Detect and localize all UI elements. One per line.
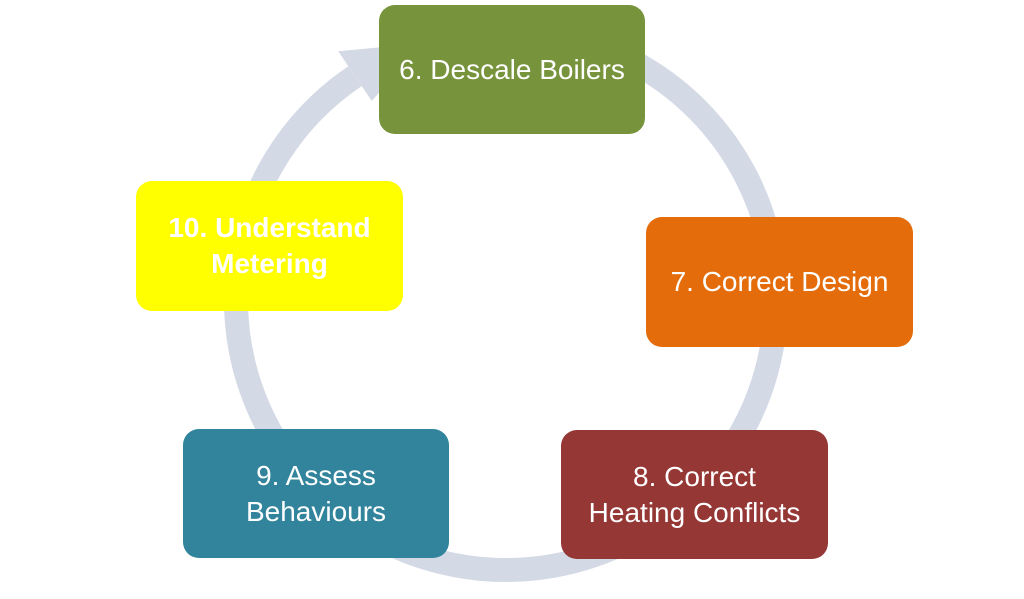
step-10-understand-metering: 10. Understand Metering bbox=[136, 181, 403, 311]
step-7-label: 7. Correct Design bbox=[670, 266, 889, 297]
step-6-descale-boilers: 6. Descale Boilers bbox=[379, 5, 645, 134]
step-7-correct-design: 7. Correct Design bbox=[646, 217, 913, 347]
step-8-label: 8. Correct Heating Conflicts bbox=[588, 460, 801, 528]
step-8-correct-heating-conflicts: 8. Correct Heating Conflicts bbox=[561, 430, 828, 559]
step-9-assess-behaviours: 9. Assess Behaviours bbox=[183, 429, 449, 558]
step-10-label: 10. Understand Metering bbox=[168, 212, 371, 279]
step-9-label: 9. Assess Behaviours bbox=[245, 459, 387, 527]
step-6-label: 6. Descale Boilers bbox=[399, 53, 625, 85]
